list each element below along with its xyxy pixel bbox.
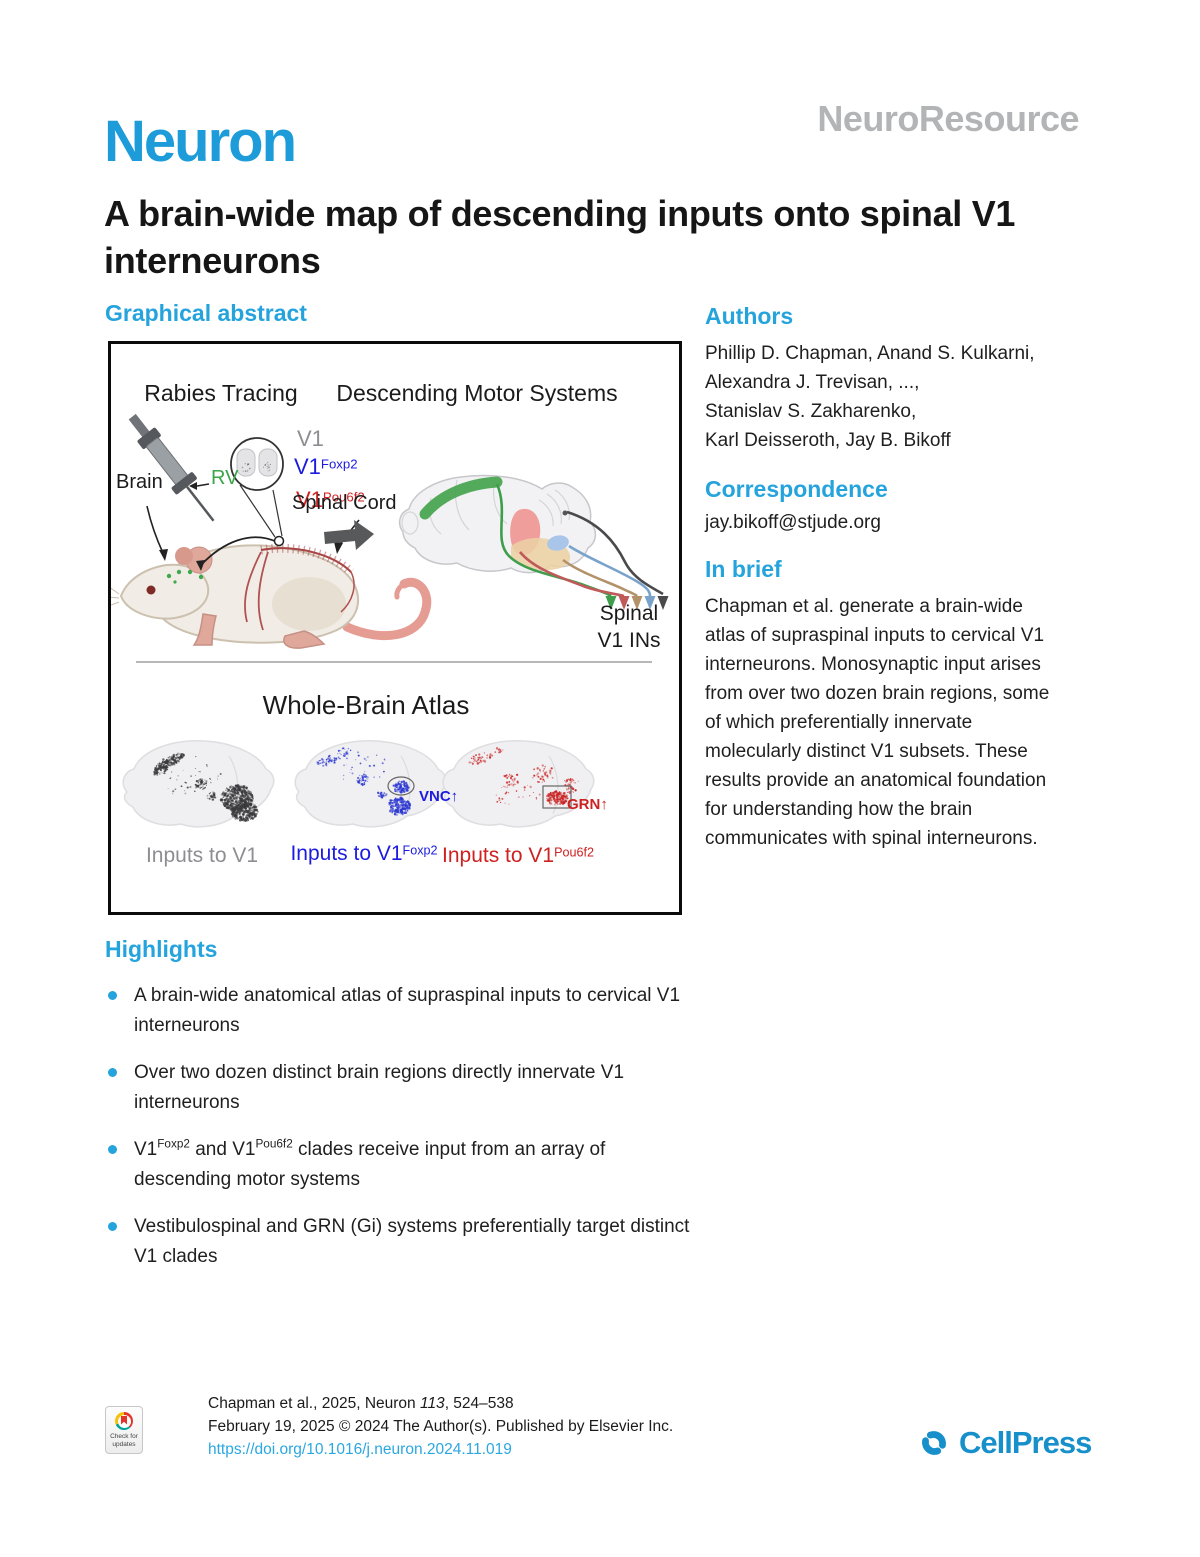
updates-ring-icon	[115, 1412, 133, 1430]
v1-pou6f2-label: V1Pou6f2	[296, 487, 365, 512]
bullet-icon	[108, 991, 117, 1000]
in-brief-line: atlas of supraspinal inputs to cervical …	[705, 625, 1045, 646]
vnc-outline	[387, 776, 415, 796]
retrograde-path	[200, 536, 278, 566]
in-brief-line: results provide an anatomical foundation	[705, 770, 1047, 791]
atlas-label-pou6f2: Inputs to V1Pou6f2	[442, 844, 594, 867]
graphical-abstract-artwork	[111, 413, 669, 828]
rv-label: RV	[211, 467, 239, 489]
publisher-name: CellPress	[959, 1425, 1092, 1460]
highlights-list: A brain-wide anatomical atlas of suprasp…	[105, 981, 715, 1271]
rv-injection-dots	[166, 569, 204, 584]
injection-site-ring	[273, 535, 285, 547]
journal-logo: Neuron	[104, 109, 297, 174]
vestibular-region	[547, 535, 569, 551]
atlas-brain-foxp2	[294, 740, 447, 828]
citation-line: Chapman et al., 2025, Neuron 113, 524–53…	[208, 1395, 514, 1412]
in-brief-line: interneurons. Monosynaptic input arises	[705, 654, 1041, 675]
copyright-line: February 19, 2025 © 2024 The Author(s). …	[208, 1418, 674, 1435]
correspondence-section: Correspondence jay.bikoff@stjude.org	[705, 476, 1105, 534]
sagittal-brain-schematic	[398, 474, 597, 574]
in-brief-line: of which preferentially innervate	[705, 712, 973, 733]
bookmark-icon	[121, 1415, 127, 1425]
atlas-label-foxp2: Inputs to V1Foxp2	[290, 842, 438, 865]
v1-foxp2-label: V1Foxp2	[294, 454, 358, 479]
in-brief-section: In brief Chapman et al. generate a brain…	[705, 556, 1105, 853]
in-brief-line: molecularly distinct V1 subsets. These	[705, 741, 1028, 762]
correspondence-heading: Correspondence	[705, 476, 888, 502]
highlight-item: A brain-wide anatomical atlas of suprasp…	[105, 981, 715, 1040]
article-type-label: NeuroResource	[817, 98, 1079, 139]
author-line: Stanislav S. Zakharenko,	[705, 401, 917, 422]
grn-annotation: GRN↑	[567, 796, 608, 813]
author-line: Karl Deisseroth, Jay B. Bikoff	[705, 430, 951, 451]
mouse-tail	[342, 577, 432, 641]
up-arrow-icon: ↑	[600, 796, 608, 813]
mouse-head	[119, 563, 210, 620]
page-title: A brain-wide map of descending inputs on…	[104, 193, 1016, 281]
in-brief-line: Chapman et al. generate a brain-wide	[705, 596, 1023, 617]
highlight-item: Vestibulospinal and GRN (Gi) systems pre…	[105, 1212, 715, 1271]
vnc-annotation: VNC↑	[419, 788, 459, 805]
publisher-logo: CellPress	[915, 1424, 1092, 1462]
atlas-label-v1: Inputs to V1	[145, 844, 259, 867]
up-arrow-icon: ↑	[450, 788, 459, 805]
bullet-icon	[108, 1222, 117, 1231]
descending-fibers	[495, 483, 664, 598]
graphical-abstract-figure: Rabies Tracing Descending Motor Systems …	[108, 341, 682, 915]
author-line: Phillip D. Chapman, Anand S. Kulkarni,	[705, 343, 1035, 364]
check-for-updates-badge[interactable]: Check for updates	[105, 1406, 143, 1454]
highlight-item: V1Foxp2 and V1Pou6f2 clades receive inpu…	[105, 1135, 715, 1194]
brain-label: Brain	[116, 471, 163, 493]
spinal-cord-line	[260, 547, 352, 573]
authors-heading: Authors	[705, 303, 794, 329]
transition-arrow	[324, 520, 374, 550]
atlas-brain-v1	[122, 740, 275, 828]
mouse-whiskers	[111, 587, 120, 606]
grn-outline	[542, 785, 572, 809]
panel-heading-descending: Descending Motor Systems	[336, 380, 618, 406]
citation-block: Chapman et al., 2025, Neuron 113, 524–53…	[208, 1392, 673, 1461]
mouse-hind-foot	[283, 630, 326, 649]
highlights-section: Highlights A brain-wide anatomical atlas…	[105, 936, 715, 1271]
doi-link[interactable]: https://doi.org/10.1016/j.neuron.2024.11…	[208, 1441, 512, 1458]
author-line: Alexandra J. Trevisan, ...,	[705, 372, 920, 393]
in-brief-line: for understanding how the brain	[705, 799, 973, 820]
spinal-section-inset	[230, 437, 284, 491]
mouse-illustration	[111, 413, 432, 649]
fiber-arrowheads	[605, 596, 669, 610]
syringe	[128, 413, 215, 522]
mouse-front-leg	[192, 613, 217, 646]
bullet-icon	[108, 1068, 117, 1077]
motor-cortex-region	[419, 476, 503, 520]
cellpress-icon	[922, 1431, 946, 1455]
in-brief-line: from over two dozen brain regions, some	[705, 683, 1050, 704]
panel-heading-rabies: Rabies Tracing	[144, 380, 298, 406]
spinal-v1-ins-label: Spinal V1 INs	[597, 602, 661, 652]
mouse-haunch	[272, 577, 346, 631]
bullet-icon	[108, 1145, 117, 1154]
spinal-cord-label: Spinal Cord	[292, 492, 397, 514]
atlas-brain-pou6f2	[442, 740, 595, 828]
highlight-item: Over two dozen distinct brain regions di…	[105, 1058, 715, 1117]
correspondence-email-link[interactable]: jay.bikoff@stjude.org	[705, 512, 881, 533]
v1-label: V1	[297, 426, 324, 451]
mouse-eye	[146, 585, 156, 595]
nerve-line	[257, 551, 269, 631]
in-brief-heading: In brief	[705, 556, 782, 582]
highlights-heading: Highlights	[105, 936, 218, 962]
panel-heading-atlas: Whole-Brain Atlas	[262, 690, 470, 720]
in-brief-line: communicates with spinal interneurons.	[705, 828, 1038, 849]
graphical-abstract-heading: Graphical abstract	[105, 300, 307, 326]
updates-badge-text: Check for updates	[110, 1433, 138, 1448]
authors-section: Authors Phillip D. Chapman, Anand S. Kul…	[705, 303, 1105, 455]
nerve-line	[244, 551, 262, 623]
